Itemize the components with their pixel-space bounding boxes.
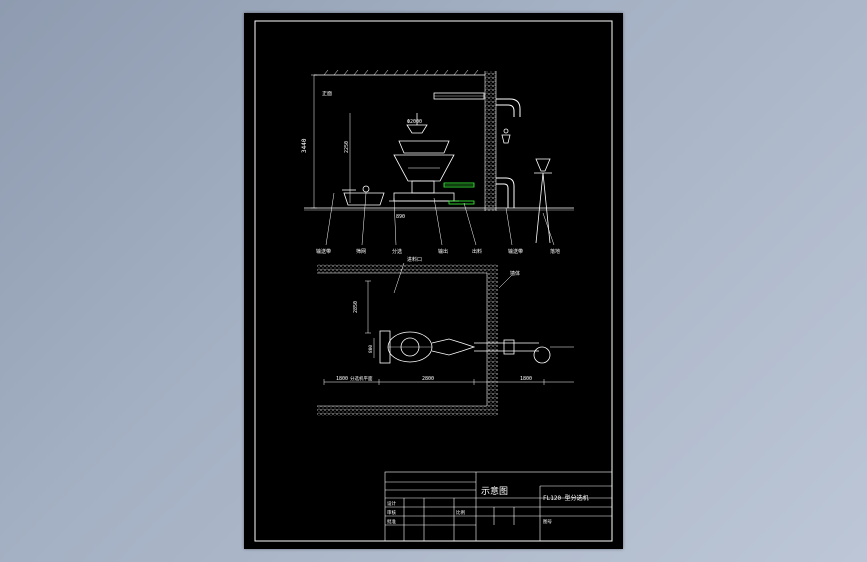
plan-dim-side: 800	[368, 345, 374, 353]
plan-label-bottom-left: 分选机平面	[350, 375, 373, 382]
elevation-view	[304, 69, 574, 246]
elevation-dim-total: 3440	[301, 138, 308, 153]
elevation-label-left: 正面	[322, 91, 332, 97]
plan-dim-middle: 2800	[422, 376, 434, 382]
title-row-1: 审核	[387, 509, 396, 516]
bottom-label-3: 输出	[438, 248, 448, 255]
elevation-bottom-labels: 输送带 筛网 分选 输出 出料 输送带 落地	[316, 248, 560, 255]
title-block-rows: 设计 审核 批准 比例 图号	[387, 500, 552, 525]
drawing-border	[254, 20, 613, 542]
title-row-3: 比例	[456, 509, 465, 516]
title-row-2: 批准	[387, 518, 396, 525]
title-block-model-code: FL120 型分选机	[543, 494, 589, 502]
bottom-label-6: 落地	[550, 248, 560, 255]
bottom-label-2: 分选	[392, 248, 402, 255]
title-row-0: 设计	[387, 500, 396, 507]
bottom-label-4: 出料	[472, 248, 482, 255]
elevation-dim-upper: 2250	[344, 141, 350, 153]
drawing-sheet: 正面 3440 2250 Ф2000 890 输送带 筛网 分选 输出 出料 输…	[244, 13, 623, 549]
plan-view	[317, 262, 574, 416]
plan-dim-vertical: 2850	[353, 301, 359, 313]
plan-dim-left: 1800	[336, 376, 348, 382]
elevation-dim-width: Ф2000	[407, 119, 422, 125]
title-row-4: 图号	[543, 519, 552, 525]
plan-dim-right: 1800	[520, 376, 532, 382]
plan-label-top: 进料口	[407, 256, 422, 263]
plan-label-wall: 墙体	[510, 270, 520, 277]
bottom-label-1: 筛网	[356, 248, 366, 255]
bottom-label-5: 输送带	[508, 248, 523, 255]
elevation-dim-small: 890	[396, 214, 405, 220]
title-block-drawing-title: 示意图	[481, 485, 508, 497]
title-block	[384, 471, 613, 542]
bottom-label-0: 输送带	[316, 248, 331, 255]
cad-drawing: 正面 3440 2250 Ф2000 890 输送带 筛网 分选 输出 出料 输…	[254, 20, 613, 542]
